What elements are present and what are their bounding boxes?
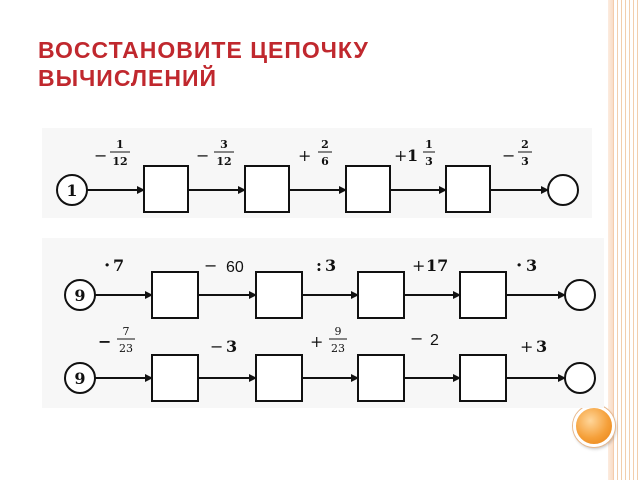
svg-text:3: 3 xyxy=(226,337,237,356)
chain-3-op-2: − 3 xyxy=(210,337,237,356)
chain-3-op-4: − 2 xyxy=(410,329,439,349)
chain-panel-2 xyxy=(42,238,604,408)
svg-text:3: 3 xyxy=(526,256,537,275)
svg-text:−: − xyxy=(210,337,223,356)
chain-3-end-circle[interactable] xyxy=(564,362,596,394)
svg-text:2: 2 xyxy=(321,138,329,151)
svg-text:17: 17 xyxy=(426,256,448,275)
svg-text:1: 1 xyxy=(407,146,418,165)
svg-text:−: − xyxy=(410,329,423,348)
chain-1-start-value: 1 xyxy=(66,181,77,200)
svg-text:3: 3 xyxy=(536,337,547,356)
chain-2-op-2: − 60 xyxy=(204,256,244,276)
svg-text:3: 3 xyxy=(425,155,433,168)
frame-gradient xyxy=(608,0,614,480)
chain-2-end-circle[interactable] xyxy=(564,279,596,311)
svg-text:12: 12 xyxy=(216,155,231,168)
chain-2-box-1[interactable] xyxy=(151,271,199,319)
svg-text:−: − xyxy=(98,332,111,351)
svg-text:7: 7 xyxy=(123,325,130,338)
chain-3-op-5: + 3 xyxy=(520,337,547,356)
svg-text:60: 60 xyxy=(226,259,244,276)
svg-text::: : xyxy=(316,256,322,275)
svg-text:7: 7 xyxy=(113,256,124,275)
svg-text:2: 2 xyxy=(430,332,439,349)
svg-text:12: 12 xyxy=(112,155,127,168)
svg-text:6: 6 xyxy=(321,155,329,168)
chain-panel-1 xyxy=(42,128,592,218)
svg-text:+: + xyxy=(310,332,323,351)
svg-text:+: + xyxy=(520,337,533,356)
title-line-2: ВЫЧИСЛЕНИЙ xyxy=(38,65,218,91)
chain-3-box-2[interactable] xyxy=(255,354,303,402)
svg-text:1: 1 xyxy=(425,138,433,151)
chain-3-box-3[interactable] xyxy=(357,354,405,402)
chain-2-op-3: : 3 xyxy=(316,256,336,275)
chain-2-op-5: · 3 xyxy=(516,255,537,276)
svg-text:·: · xyxy=(104,255,110,276)
chain-2-op-1: · 7 xyxy=(104,255,124,276)
svg-text:1: 1 xyxy=(116,138,124,151)
chain-2-start-value: 9 xyxy=(74,286,85,305)
chain-1-op-4: + 1 1 3 xyxy=(394,138,435,168)
chain-2-box-2[interactable] xyxy=(255,271,303,319)
title-line-1: ВОССТАНОВИТЕ ЦЕПОЧКУ xyxy=(38,37,369,63)
chain-3-op-3: + 9 23 xyxy=(310,325,347,355)
chain-1-op-2: − 3 12 xyxy=(196,138,234,168)
svg-text:3: 3 xyxy=(521,155,529,168)
svg-text:2: 2 xyxy=(521,138,529,151)
svg-text:+: + xyxy=(394,146,407,165)
svg-text:−: − xyxy=(204,256,217,275)
chain-1: 1 − 1 12 − 3 12 + 2 6 + xyxy=(56,138,579,213)
frame-stripes xyxy=(610,0,640,480)
svg-text:3: 3 xyxy=(220,138,228,151)
chain-1-op-1: − 1 12 xyxy=(94,138,130,168)
chain-1-box-2[interactable] xyxy=(244,165,290,213)
svg-text:·: · xyxy=(516,255,522,276)
svg-text:9: 9 xyxy=(335,325,342,338)
svg-text:+: + xyxy=(298,146,311,165)
chain-1-op-3: + 2 6 xyxy=(298,138,332,168)
chain-2-op-4: + 17 xyxy=(412,256,448,275)
chain-1-box-1[interactable] xyxy=(143,165,189,213)
chain-2-box-4[interactable] xyxy=(459,271,507,319)
chain-3-box-4[interactable] xyxy=(459,354,507,402)
chain-1-op-5: − 2 3 xyxy=(502,138,532,168)
svg-text:23: 23 xyxy=(331,342,345,355)
svg-text:3: 3 xyxy=(325,256,336,275)
chain-1-box-4[interactable] xyxy=(445,165,491,213)
svg-text:+: + xyxy=(412,256,425,275)
chain-3: 9 − 7 23 − 3 + 9 23 − 2 xyxy=(64,325,596,402)
page-title: ВОССТАНОВИТЕ ЦЕПОЧКУ ВЫЧИСЛЕНИЙ xyxy=(38,36,558,92)
svg-text:−: − xyxy=(502,146,515,165)
chain-2: 9 · 7 − 60 : 3 + 17 · 3 xyxy=(64,255,596,319)
chain-1-box-3[interactable] xyxy=(345,165,391,213)
svg-text:−: − xyxy=(196,146,209,165)
chain-2-box-3[interactable] xyxy=(357,271,405,319)
chain-3-box-1[interactable] xyxy=(151,354,199,402)
svg-text:−: − xyxy=(94,146,107,165)
chain-3-start-value: 9 xyxy=(74,369,85,388)
chain-3-op-1: − 7 23 xyxy=(98,325,135,355)
chain-1-end-circle[interactable] xyxy=(547,174,579,206)
svg-text:23: 23 xyxy=(119,342,133,355)
